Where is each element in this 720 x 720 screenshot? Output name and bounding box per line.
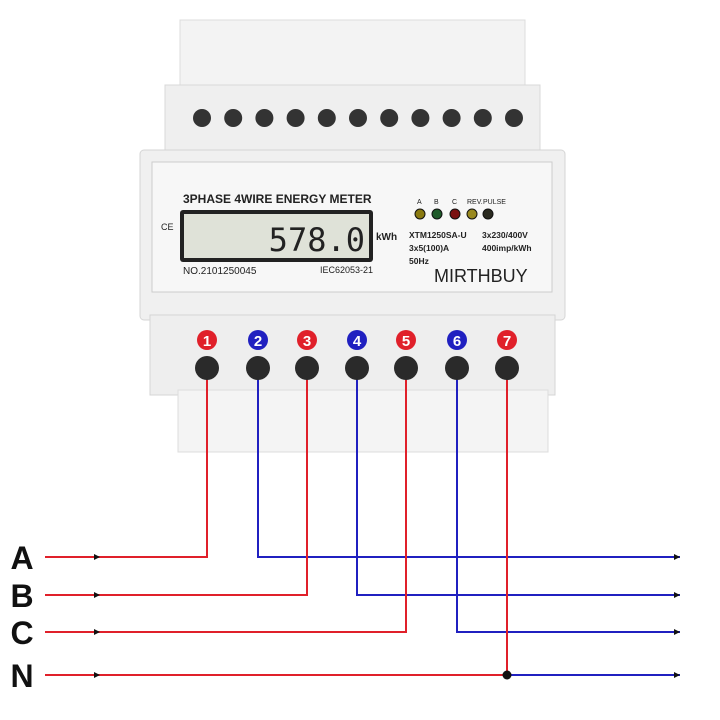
terminal-number-badge: [248, 330, 268, 350]
terminal-number-badge: [347, 330, 367, 350]
top-screw-icon: [380, 109, 399, 127]
indicator-led-icon: [431, 208, 443, 220]
terminal-number-badge: [447, 330, 467, 350]
top-screw-icon: [442, 109, 461, 127]
current-label: 3x5(100)A: [409, 243, 449, 253]
lcd-screen: [184, 214, 369, 258]
wire: [45, 368, 407, 633]
terminal-number: 3: [303, 333, 311, 350]
terminal-screw-icon: [495, 356, 519, 380]
terminal-number-badge: [197, 330, 217, 350]
arrow-icon: [674, 629, 680, 635]
wire: [45, 368, 308, 596]
wire: [456, 368, 680, 633]
indicator-led-icon: [414, 208, 426, 220]
model-label: XTM1250SA-U: [409, 230, 467, 240]
terminal-number-badge: [297, 330, 317, 350]
led-label: A: [417, 199, 422, 206]
serial-number: NO.2101250045: [183, 266, 257, 277]
arrow-icon: [674, 554, 680, 560]
line-label-b: B: [10, 578, 33, 614]
indicator-led-icon: [466, 208, 478, 220]
bottom-terminal-block: [149, 314, 556, 396]
terminal-6: 6: [445, 330, 469, 380]
led-label: C: [452, 199, 457, 206]
brand-label: MIRTHBUY: [434, 266, 528, 286]
top-screw-icon: [224, 109, 243, 127]
standard-label: IEC62053-21: [320, 265, 373, 275]
arrow-icon: [674, 672, 680, 678]
indicator-led-icon: [482, 208, 494, 220]
terminal-4: 4: [345, 330, 369, 380]
line-label-c: C: [10, 615, 33, 651]
terminal-screw-icon: [445, 356, 469, 380]
led-label: PULSE: [483, 199, 506, 206]
arrow-icon: [94, 592, 100, 598]
constant-label: 400imp/kWh: [482, 243, 532, 253]
terminal-screw-icon: [345, 356, 369, 380]
top-screw-icon: [193, 109, 211, 127]
top-screw-icon: [286, 109, 305, 127]
kwh-reading: 578.0: [269, 221, 365, 259]
meter-title: 3PHASE 4WIRE ENERGY METER: [183, 192, 372, 206]
terminal-7: 7: [495, 330, 519, 380]
top-screw-icon: [317, 109, 336, 127]
terminal-5: 5: [394, 330, 418, 380]
led-label: B: [434, 199, 439, 206]
junction-dot: [502, 670, 512, 680]
line-label-a: A: [10, 540, 33, 576]
terminal-3: 3: [295, 330, 319, 380]
terminal-number: 2: [254, 333, 262, 350]
top-screw-icon: [349, 109, 367, 127]
top-screw-icon: [473, 109, 492, 127]
arrow-icon: [94, 554, 100, 560]
wire: [356, 368, 680, 596]
terminal-screw-icon: [394, 356, 418, 380]
terminal-number: 4: [353, 333, 362, 350]
arrow-icon: [674, 592, 680, 598]
terminal-number: 5: [402, 333, 410, 350]
led-label: REV.: [467, 199, 483, 206]
wire: [257, 368, 680, 558]
terminal-screw-icon: [295, 356, 319, 380]
terminal-screw-icon: [246, 356, 270, 380]
arrow-icon: [94, 629, 100, 635]
top-screw-icon: [411, 109, 430, 127]
terminal-screw-icon: [195, 356, 219, 380]
terminal-number-badge: [396, 330, 416, 350]
terminal-2: 2: [246, 330, 270, 380]
terminal-number-badge: [497, 330, 517, 350]
ce-mark: CE: [161, 222, 174, 232]
indicator-led-icon: [449, 208, 461, 220]
frequency-label: 50Hz: [409, 256, 429, 266]
unit-label: kWh: [376, 232, 397, 243]
bottom-cover: [177, 389, 549, 453]
arrow-icon: [94, 672, 100, 678]
line-label-n: N: [10, 658, 33, 694]
voltage-label: 3x230/400V: [482, 230, 528, 240]
terminal-number: 7: [503, 333, 511, 350]
top-screw-icon: [505, 109, 523, 127]
terminal-1: 1: [195, 330, 219, 380]
terminal-number: 6: [453, 333, 461, 350]
top-screw-icon: [255, 109, 274, 127]
terminal-number: 1: [203, 333, 211, 350]
